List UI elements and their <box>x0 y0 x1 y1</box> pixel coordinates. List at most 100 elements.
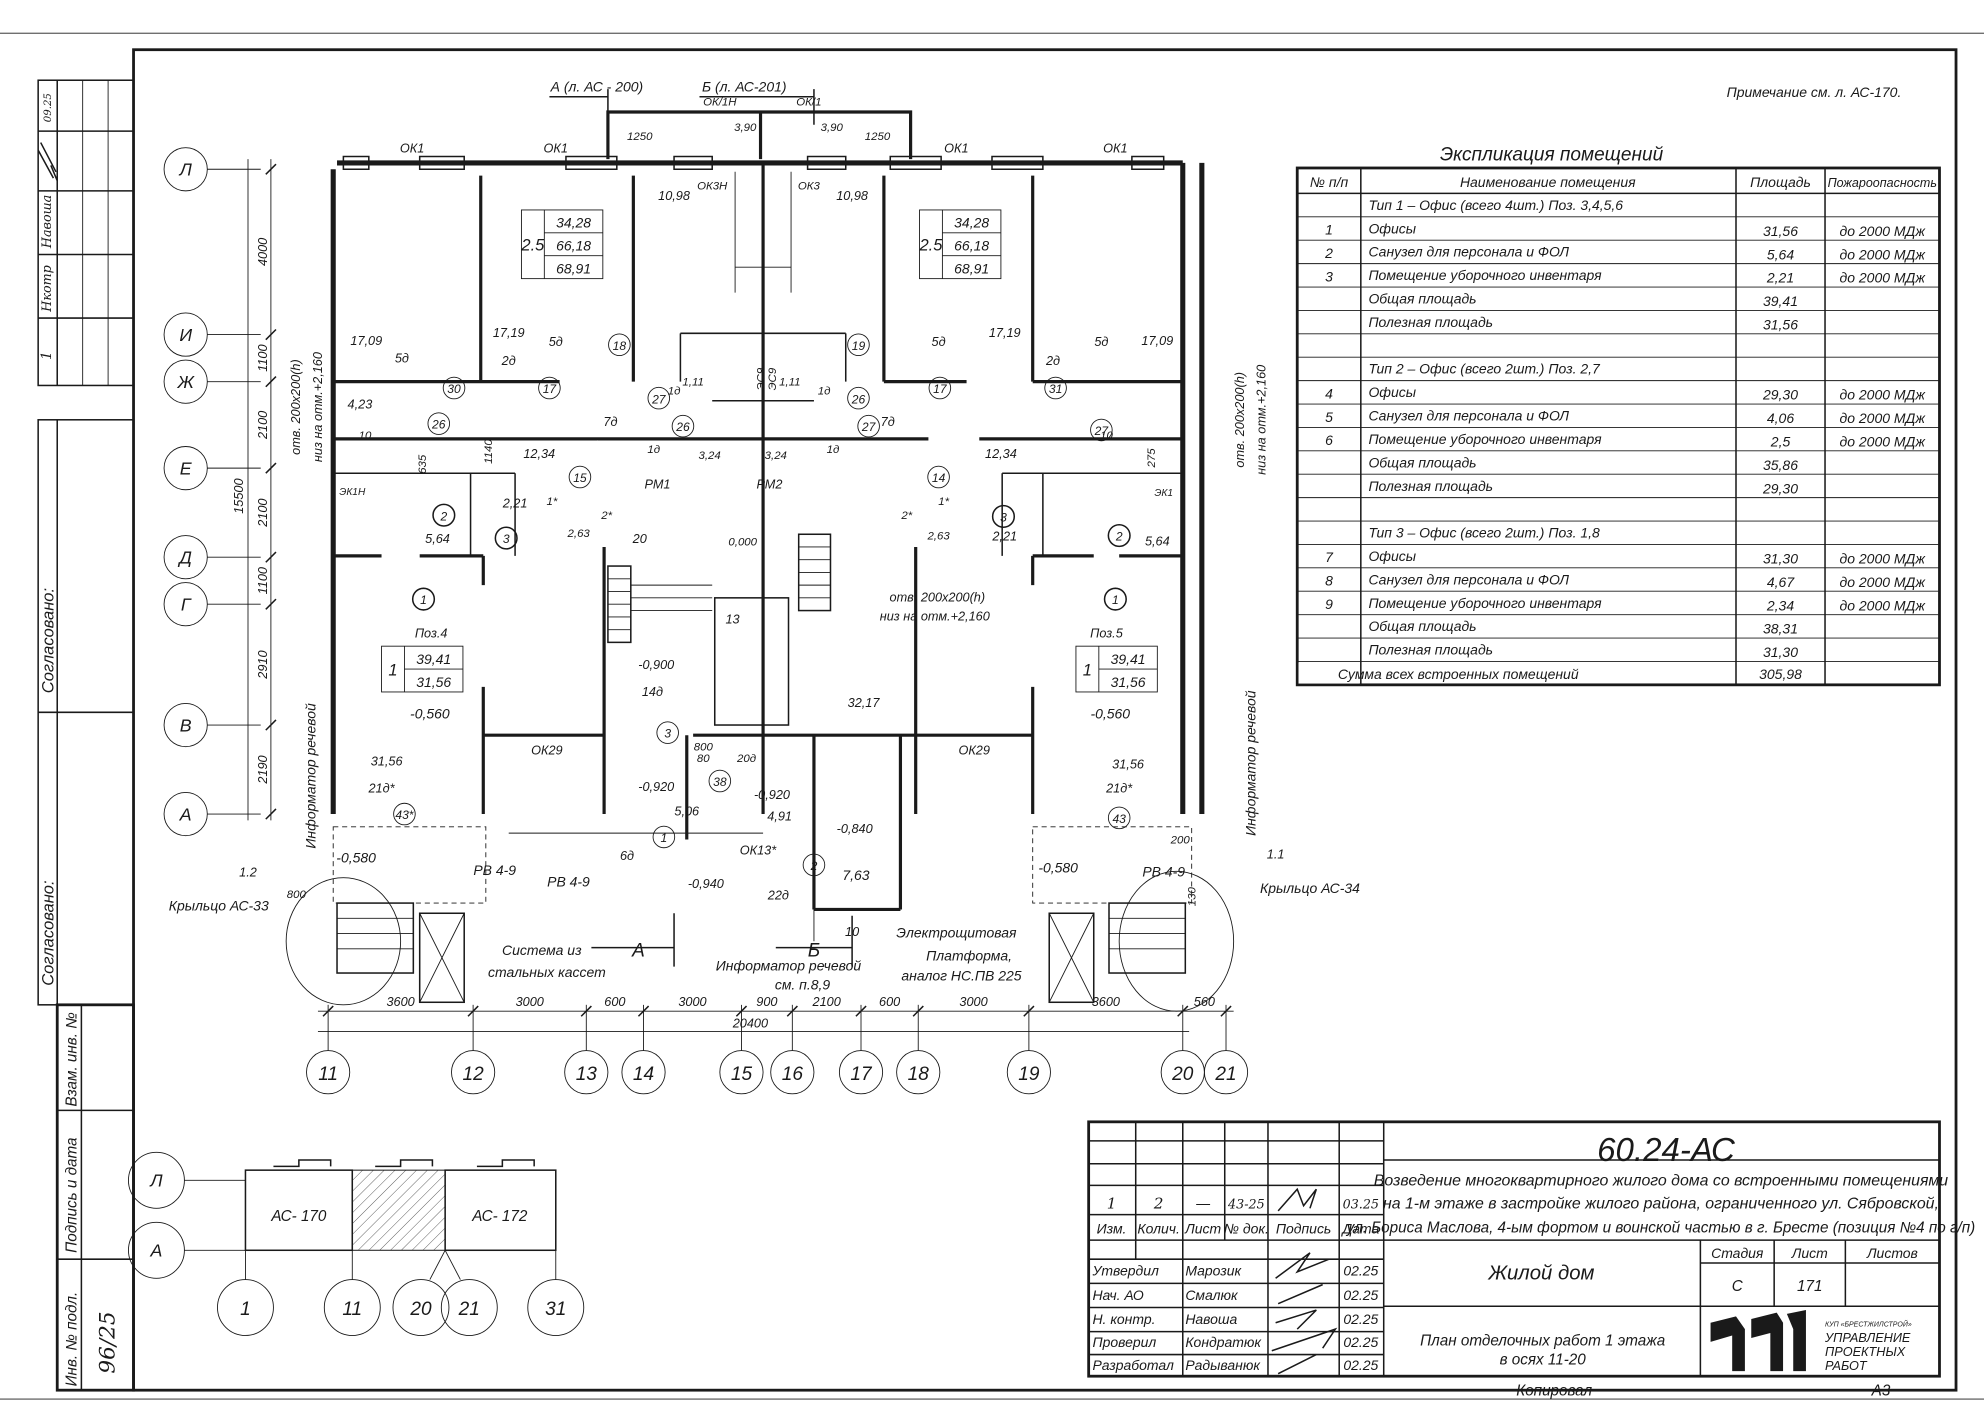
window-piers <box>342 155 1165 171</box>
room-name: Тип 1 – Офис (всего 4шт.) Поз. 3,4,5,6 <box>1368 197 1623 213</box>
axis-bubble <box>564 1050 609 1095</box>
room-name: Помещение уборочного инвентаря <box>1368 595 1602 611</box>
plan-label: 2,63 <box>567 528 591 540</box>
explication-title: Экспликация помещений <box>1440 144 1664 165</box>
door-marker-label: 1 <box>661 831 668 845</box>
plan-label: 7д <box>603 414 617 429</box>
project-description-line: на 1-м этаже в застройке жилого района, … <box>1383 1195 1939 1212</box>
plan-label: А (л. АС - 200) <box>550 79 643 95</box>
org-name-line: ПРОЕКТНЫХ <box>1825 1344 1906 1359</box>
fire-hazard: до 2000 МДж <box>1840 223 1927 239</box>
approval-date: 02.25 <box>1343 1287 1378 1303</box>
area-box-value: 68,91 <box>556 261 591 277</box>
org-small-name: КУП «БРЕСТЖИЛСТРОЙ» <box>1825 1320 1912 1329</box>
table-header-cell: № п/п <box>1310 174 1349 190</box>
plan-label: низ на отм.+2,160 <box>880 609 990 624</box>
organization-logo: КУП «БРЕСТЖИЛСТРОЙ» УПРАВЛЕНИЕ ПРОЕКТНЫХ… <box>1710 1310 1912 1373</box>
plan-label: 2д <box>1045 353 1060 368</box>
dimension-value: 4000 <box>255 238 270 266</box>
table-row: Тип 3 – Офис (всего 2шт.) Поз. 1,8 <box>1368 525 1600 541</box>
dimension-tick <box>265 328 277 341</box>
key-plan: АС- 170 АС- 172 Л А 1 11 20 21 31 <box>128 1151 585 1336</box>
axis-bubble <box>163 312 208 357</box>
total-label: Сумма всех встроенных помещений <box>1338 666 1579 682</box>
table-header-cell: Площадь <box>1750 174 1811 190</box>
dimension-total: 20400 <box>732 1016 768 1031</box>
section-label: АС- 170 <box>270 1208 327 1225</box>
title-block-grid <box>1088 1121 1940 1377</box>
plan-label: 5,64 <box>1145 534 1170 549</box>
dimension-value: 600 <box>604 994 625 1009</box>
dimension-total: 15500 <box>231 478 246 513</box>
room-area: 2,21 <box>1766 270 1794 286</box>
plan-label: РМ2 <box>756 476 782 491</box>
plan-label: 5д <box>932 334 946 349</box>
dimension-value: 900 <box>756 994 777 1009</box>
room-name: Полезная площадь <box>1368 642 1493 658</box>
area-box <box>1075 645 1158 693</box>
door-marker-circle <box>847 386 870 410</box>
door-marker-circle <box>1107 806 1131 830</box>
axis-label: 19 <box>1018 1064 1040 1085</box>
row-number: 5 <box>1325 409 1333 425</box>
door-marker-label: 26 <box>851 392 866 406</box>
axis-label: Г <box>181 595 192 615</box>
door-marker-label: 27 <box>651 392 667 406</box>
axis-label: 18 <box>908 1064 930 1085</box>
table-header-cell: Пожароопасность <box>1828 175 1937 190</box>
door-marker-circle <box>411 587 436 611</box>
area-box <box>919 209 1002 280</box>
stamp-change-no: 1 <box>39 351 55 360</box>
dimension-value: 3000 <box>678 994 706 1009</box>
inv-no-label: Инв. № подл. <box>63 1292 80 1387</box>
plan-label: РВ 4-9 <box>1142 863 1185 879</box>
axis-label: 12 <box>462 1064 484 1085</box>
row-number: 6 <box>1325 432 1333 448</box>
rev-list: — <box>1195 1194 1210 1212</box>
dimension-tick <box>265 163 277 175</box>
dimension-tick <box>265 462 277 474</box>
plan-label: -0,560 <box>410 706 450 722</box>
plan-label: -0,580 <box>1038 860 1078 876</box>
plan-label: 32,17 <box>848 695 881 710</box>
plan-label: 800 <box>0 0 3 10</box>
plan-label: Крыльцо АС-33 <box>169 898 269 914</box>
area-box-number: 1 <box>1083 660 1092 679</box>
plan-label: 10,98 <box>836 188 868 203</box>
section-ac-172 <box>444 1169 557 1252</box>
rev-date: 03.25 <box>1343 1196 1379 1211</box>
dimension-tick <box>855 1005 867 1017</box>
inventory-strip: Взам. инв. № Подпись и дата Инв. № подл.… <box>55 1003 135 1392</box>
area-box-value: 66,18 <box>556 238 591 254</box>
sheets-label: Листов <box>1866 1245 1918 1261</box>
door-marker-label: 43 <box>1112 812 1126 826</box>
drawing-title-line: План отделочных работ 1 этажа <box>1420 1333 1665 1350</box>
project-description-line: ул. Бориса Маслова, 4-ым фортом и воинск… <box>1346 1219 1976 1236</box>
area-box-value: 39,41 <box>1111 651 1146 667</box>
door-marker-circle <box>857 414 880 438</box>
room-name: Тип 3 – Офис (всего 2шт.) Поз. 1,8 <box>1368 525 1600 541</box>
row-number: 8 <box>1325 573 1333 589</box>
room-name: Офисы <box>1368 220 1416 236</box>
plan-label: 2д <box>501 353 516 368</box>
axis-bubble <box>163 147 208 192</box>
plan-label: ЭС9 <box>767 367 779 390</box>
porch-steps-left <box>336 902 415 974</box>
fire-hazard: до 2000 МДж <box>1840 270 1927 286</box>
axis-bubble <box>621 1050 666 1095</box>
revision-cloud <box>285 877 402 1006</box>
plan-label: Система из <box>502 942 582 958</box>
plan-label: 275 <box>1146 448 1158 469</box>
dimension-value: 3600 <box>386 994 414 1009</box>
axis-label: Е <box>180 458 193 478</box>
plan-label: 6д <box>620 848 634 863</box>
area-box-number: 2.5 <box>520 236 545 255</box>
door-marker-circle <box>802 853 826 877</box>
